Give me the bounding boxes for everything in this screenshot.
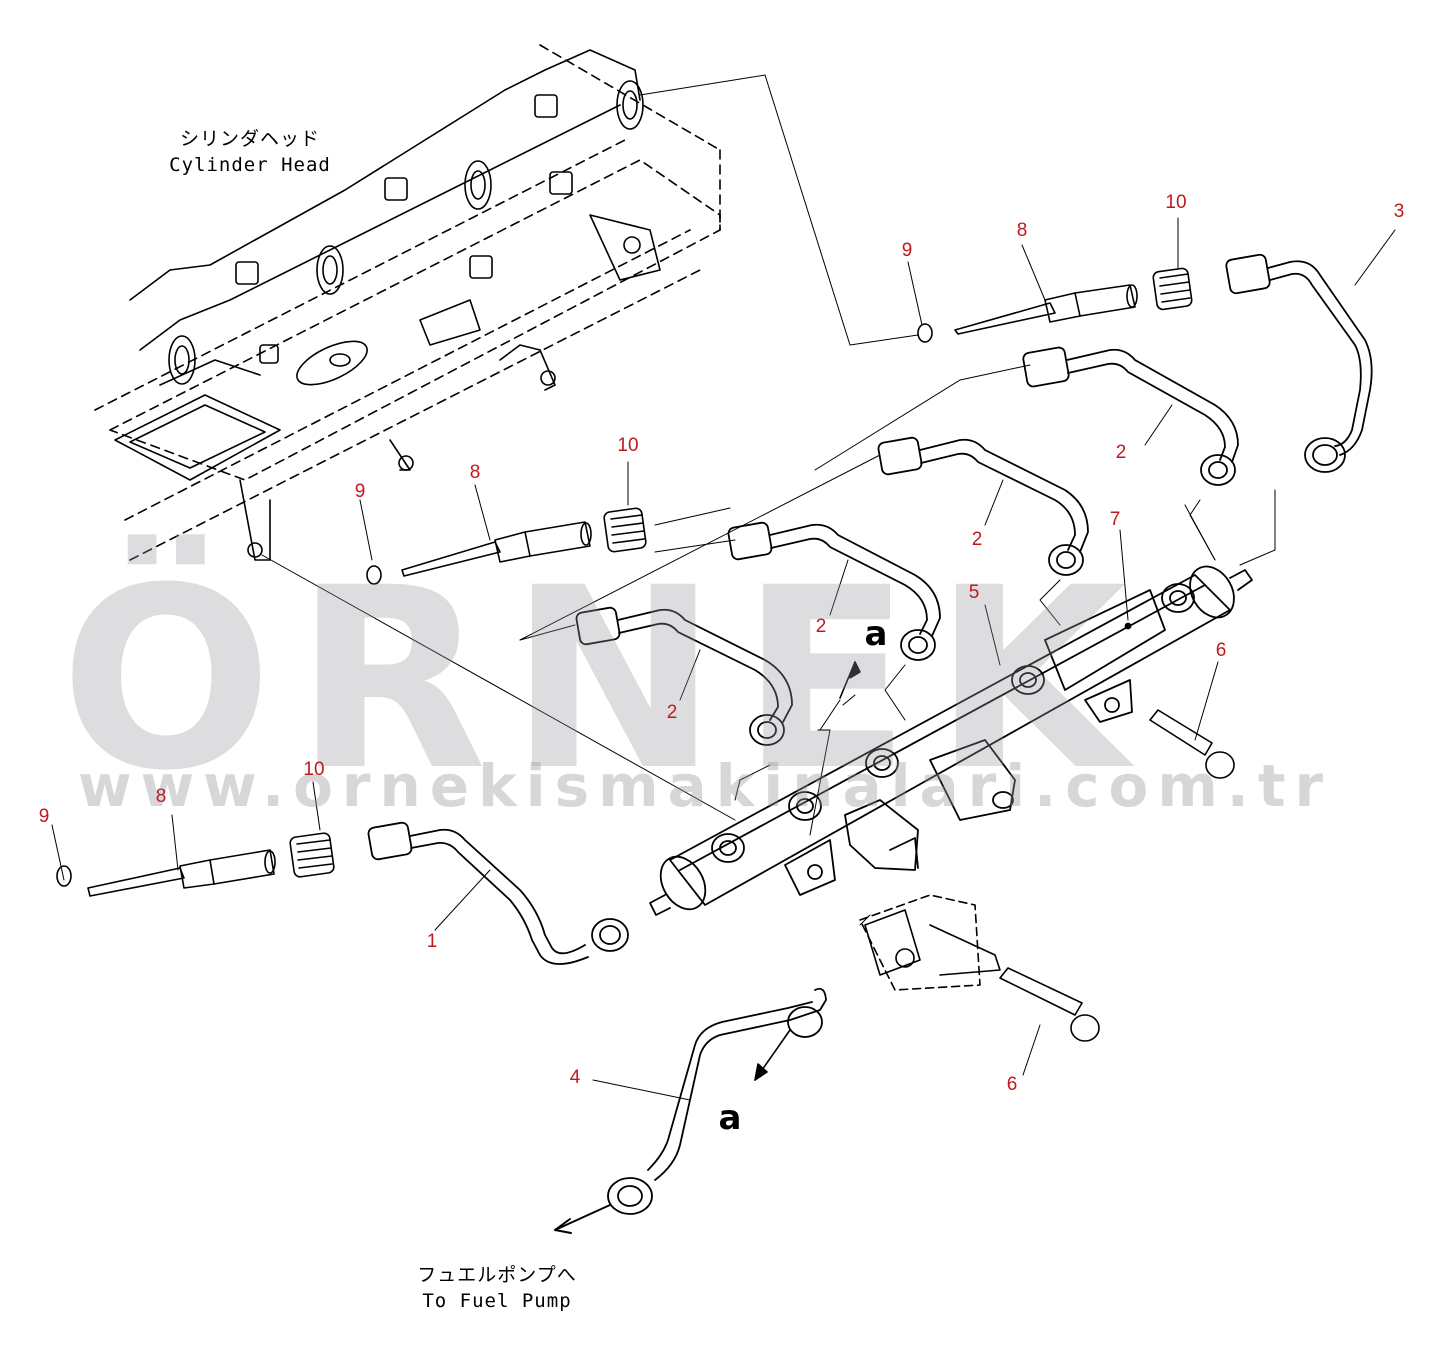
watermark-logo: ÖRNEK xyxy=(60,534,1149,825)
callout-7: 7 xyxy=(1109,509,1121,530)
connector-set-bottom xyxy=(56,832,335,897)
cylinder-head-label-jp: シリンダヘッド xyxy=(179,128,320,150)
cylinder-head xyxy=(94,44,721,561)
callout-9: 9 xyxy=(354,481,366,502)
callout-3: 3 xyxy=(1393,201,1405,222)
callout-2: 2 xyxy=(1115,442,1127,463)
callout-8: 8 xyxy=(1016,220,1028,241)
callout-9: 9 xyxy=(901,240,913,261)
callout-10: 10 xyxy=(617,435,639,456)
view-letter-top: a xyxy=(864,614,888,654)
cylinder-head-label-en: Cylinder Head xyxy=(169,154,331,176)
callout-2: 2 xyxy=(666,702,678,723)
cylinder-head-label: シリンダヘッド Cylinder Head xyxy=(169,126,331,178)
callout-1: 1 xyxy=(426,931,438,952)
connector-set-top xyxy=(917,267,1193,343)
callout-6: 6 xyxy=(1215,640,1227,661)
connector-set-middle xyxy=(366,507,647,585)
fuel-pump-label: フュエルポンプへ To Fuel Pump xyxy=(417,1262,576,1314)
callout-8: 8 xyxy=(469,462,481,483)
callout-4: 4 xyxy=(569,1067,581,1088)
fuel-pump-label-en: To Fuel Pump xyxy=(422,1290,572,1312)
callout-10: 10 xyxy=(1165,192,1187,213)
callout-10: 10 xyxy=(303,759,325,780)
pipe-1 xyxy=(367,821,629,965)
callout-6: 6 xyxy=(1006,1074,1018,1095)
callout-2: 2 xyxy=(815,616,827,637)
watermark-url: www.ornekismakinalari.com.tr xyxy=(78,752,1333,820)
leader-lines xyxy=(51,74,1396,1101)
fuel-pump-label-jp: フュエルポンプへ xyxy=(417,1264,577,1286)
view-arrows xyxy=(754,661,861,1081)
callout-5: 5 xyxy=(968,582,980,603)
bracket-and-bolts xyxy=(859,709,1235,1042)
callout-8: 8 xyxy=(155,786,167,807)
pipe-4 xyxy=(554,987,827,1234)
callout-2: 2 xyxy=(971,529,983,550)
injection-pipes xyxy=(575,253,1373,746)
fuel-rail xyxy=(649,565,1253,916)
callout-9: 9 xyxy=(38,806,50,827)
view-letter-bottom: a xyxy=(718,1098,742,1138)
